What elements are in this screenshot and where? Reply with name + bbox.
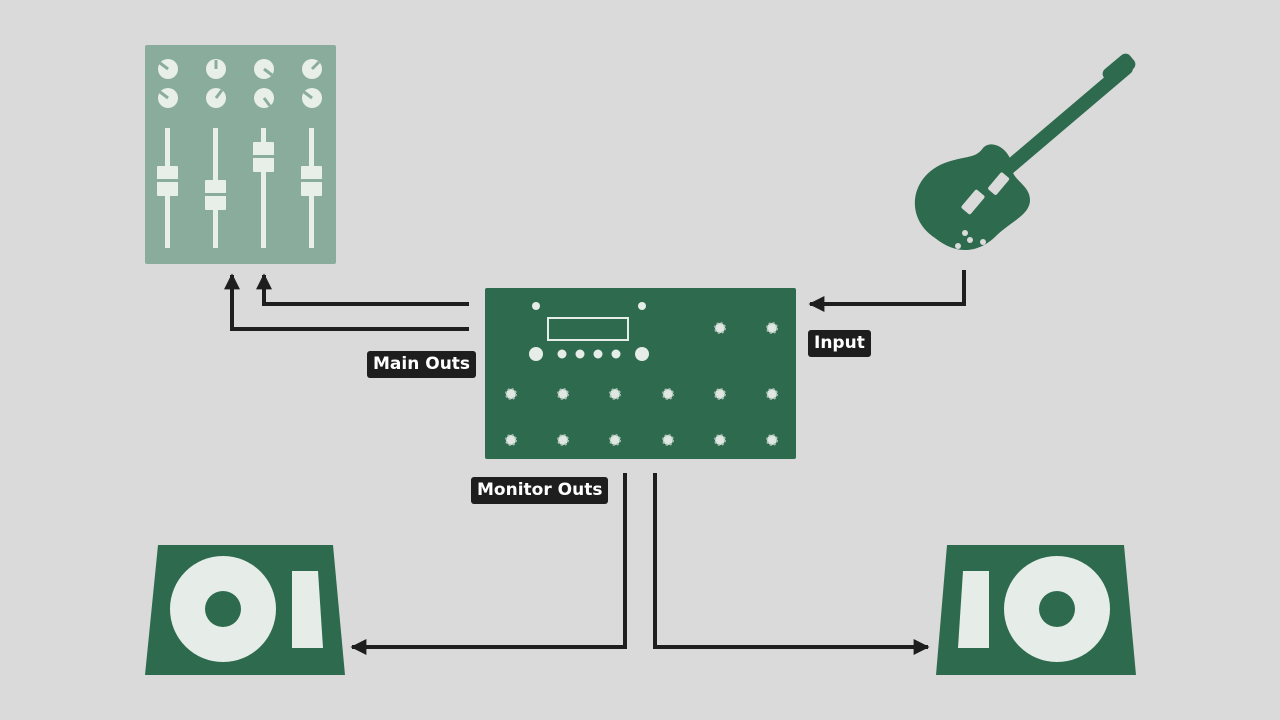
main-out-cable-right <box>256 273 469 306</box>
monitor-speaker-icon <box>145 545 345 675</box>
floor-processor-icon <box>485 288 796 459</box>
monitor-out-cable-right <box>653 473 930 655</box>
cables <box>224 270 966 655</box>
mixer-icon <box>145 45 336 264</box>
main-outs-label: Main Outs <box>367 351 477 378</box>
monitor-out-cable-left <box>350 473 627 655</box>
input-cable <box>808 270 966 312</box>
guitar-icon <box>914 53 1136 251</box>
input-label: Input <box>808 330 871 357</box>
monitor-speaker-icon <box>936 545 1136 675</box>
monitor-outs-label: Monitor Outs <box>471 477 609 504</box>
main-out-cable-left <box>224 273 469 331</box>
